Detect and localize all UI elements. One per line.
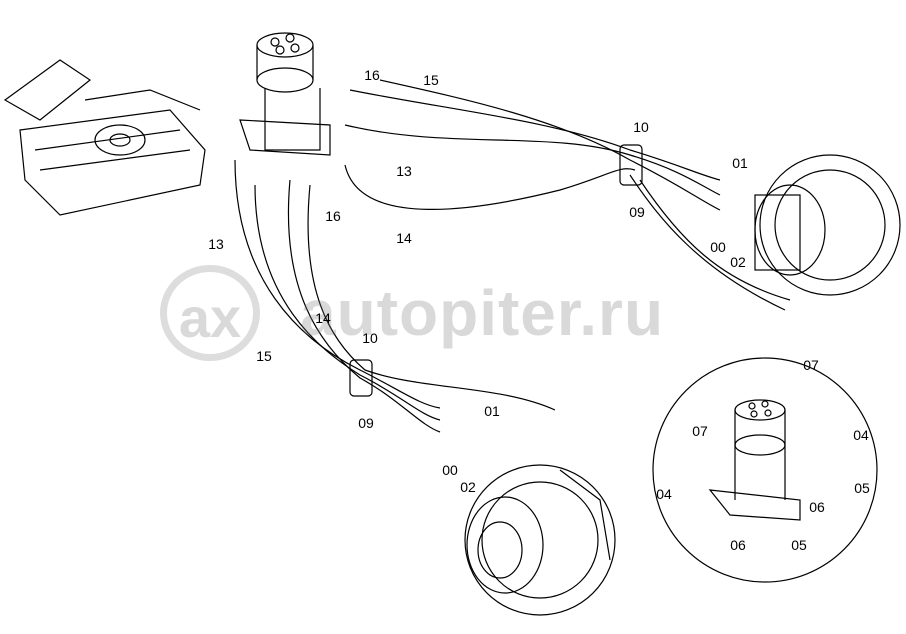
callout-label: 00 <box>710 239 726 255</box>
callout-label: 10 <box>362 330 378 346</box>
callout-label: 16 <box>325 208 341 224</box>
callout-label: 10 <box>633 119 649 135</box>
callout-label: 06 <box>809 499 825 515</box>
callout-label: 04 <box>853 427 869 443</box>
callout-label: 15 <box>423 72 439 88</box>
callout-label: 14 <box>315 310 331 326</box>
watermark-logo: ax <box>160 265 260 361</box>
callout-label: 16 <box>364 67 380 83</box>
callout-label: 06 <box>730 537 746 553</box>
callout-label: 02 <box>460 479 476 495</box>
callout-label: 01 <box>732 155 748 171</box>
callout-label: 07 <box>803 357 819 373</box>
callout-label: 07 <box>692 423 708 439</box>
callout-label: 02 <box>730 254 746 270</box>
hoses-upper <box>344 79 791 311</box>
center-joint <box>239 32 331 156</box>
callout-label: 13 <box>208 236 224 252</box>
travel-motor-right <box>754 154 901 296</box>
callout-label: 14 <box>396 230 412 246</box>
callout-label: 13 <box>396 163 412 179</box>
callout-label: 09 <box>358 415 374 431</box>
clamp-upper <box>619 144 643 186</box>
callout-label: 09 <box>629 204 645 220</box>
detail-inset <box>652 357 878 583</box>
excavator-thumbnail <box>3 59 206 216</box>
callout-label: 01 <box>484 403 500 419</box>
travel-motor-left <box>464 464 616 616</box>
clamp-lower <box>349 359 373 397</box>
callout-label: 05 <box>791 537 807 553</box>
callout-label: 05 <box>854 480 870 496</box>
callout-label: 00 <box>442 462 458 478</box>
hoses-lower <box>234 159 556 433</box>
callout-label: 15 <box>256 348 272 364</box>
watermark-text: autopiter.ru <box>300 277 665 349</box>
callout-label: 04 <box>656 486 672 502</box>
